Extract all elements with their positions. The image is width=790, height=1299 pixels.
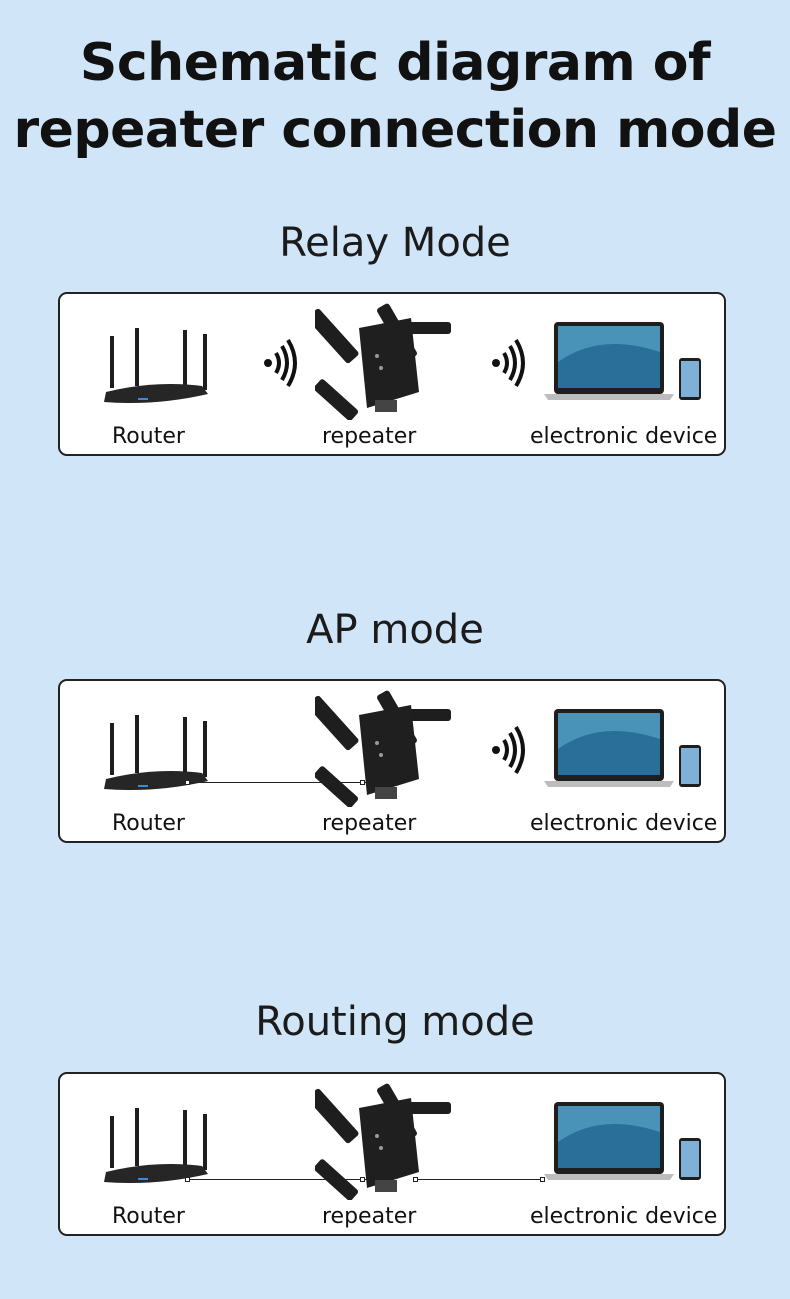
ethernet-port (540, 1177, 545, 1182)
wifi-signal-icon (492, 338, 525, 388)
router-image (104, 715, 208, 790)
ethernet-port (360, 780, 365, 785)
repeater-image (315, 690, 451, 807)
electronic-device-image (544, 1102, 701, 1180)
electronic-device-label: electronic device (530, 811, 718, 836)
router-label: Router (112, 1204, 185, 1229)
repeater-image (315, 303, 451, 420)
title-line-2: repeater connection mode (13, 100, 777, 160)
wifi-signal-icon (492, 725, 525, 775)
router-image (104, 1108, 208, 1183)
routing-mode-heading: Routing mode (255, 999, 535, 1045)
electronic-device-label: electronic device (530, 424, 718, 449)
repeater-label: repeater (322, 1204, 417, 1229)
wifi-signal-icon (264, 338, 297, 388)
page-title: Schematic diagram of repeater connection… (0, 30, 790, 164)
title-line-1: Schematic diagram of (79, 33, 711, 93)
relay-mode-panel: Router repeater electronic device (58, 292, 726, 456)
ethernet-cable (188, 1179, 368, 1180)
ap-mode-heading: AP mode (306, 607, 484, 653)
ethernet-port (185, 780, 190, 785)
electronic-device-image (544, 322, 701, 400)
ethernet-port (360, 1177, 365, 1182)
repeater-label: repeater (322, 811, 417, 836)
repeater-label: repeater (322, 424, 417, 449)
router-label: Router (112, 811, 185, 836)
ethernet-cable (416, 1179, 544, 1180)
routing-mode-panel: Router repeater electronic device (58, 1072, 726, 1236)
electronic-device-image (544, 709, 701, 787)
ap-mode-panel: Router repeater electronic device (58, 679, 726, 843)
electronic-device-label: electronic device (530, 1204, 718, 1229)
ethernet-port (185, 1177, 190, 1182)
router-image (104, 328, 208, 403)
ethernet-port (413, 1177, 418, 1182)
repeater-image (315, 1083, 451, 1200)
router-label: Router (112, 424, 185, 449)
relay-mode-heading: Relay Mode (279, 220, 511, 266)
ethernet-cable (188, 782, 368, 783)
